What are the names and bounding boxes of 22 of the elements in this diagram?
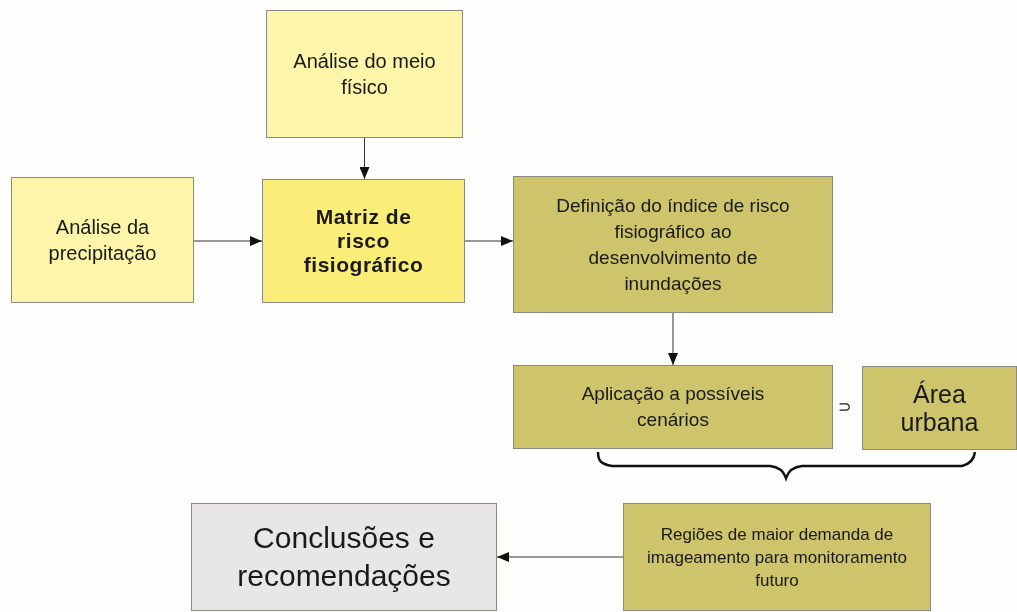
arrow: [496, 552, 624, 562]
process-box: [191, 503, 497, 611]
process-box: [266, 10, 463, 138]
box-label: Regiões de maior demanda de imageamento para monitoramento futuro: [646, 523, 908, 592]
arrow: [668, 312, 678, 366]
box-label: Análise da precipitação: [47, 215, 158, 266]
box-label: Definição do índice de risco fisiográfico ao desenvolvimento de inundações: [555, 193, 791, 296]
process-box: [262, 179, 465, 303]
box-label: Conclusões e recomendações: [236, 520, 452, 594]
box-label: Matriz de risco fisiográfico: [302, 205, 425, 277]
box-label: Aplicação a possíveis cenários: [580, 382, 766, 432]
box-label: Área urbana: [899, 380, 980, 436]
process-box: [513, 365, 833, 449]
arrow: [359, 137, 370, 180]
process-box: [513, 176, 833, 313]
process-box: [862, 366, 1017, 450]
process-box: [623, 503, 931, 611]
arrow: [193, 236, 263, 246]
process-box: [11, 177, 194, 303]
box-label: Análise do meio físico: [292, 49, 437, 100]
arrow: [464, 236, 514, 246]
superset-symbol: ⊃: [838, 398, 851, 416]
